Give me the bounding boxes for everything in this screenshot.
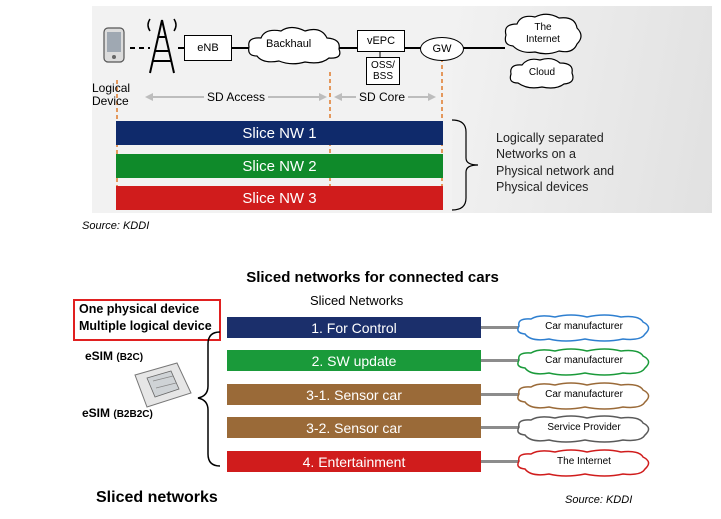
bottom-caption: Sliced networks	[96, 489, 218, 506]
esim-b2b2c-label: eSIM (B2B2C)	[82, 406, 153, 420]
esim-chip-icon	[134, 362, 192, 408]
slice-nw-3: Slice NW 3	[116, 186, 443, 210]
slice-brace	[197, 331, 221, 467]
cloud-label-3: Service Provider	[547, 422, 621, 433]
esim-b2b2c-text: eSIM	[82, 406, 111, 420]
gw-node: GW	[420, 37, 464, 61]
sd-access-label: SD Access	[204, 90, 269, 104]
slice-for-control: 1. For Control	[227, 317, 481, 338]
esim-b2b2c-tag: (B2B2C)	[113, 409, 153, 420]
car-manufacturer-cloud-icon	[517, 382, 650, 410]
oss-bss-node: OSS/ BSS	[366, 57, 400, 85]
backhaul-cloud-icon	[248, 26, 341, 65]
car-manufacturer-cloud-icon	[517, 348, 650, 376]
car-manufacturer-cloud-icon	[517, 314, 650, 342]
cloud-label-0: Car manufacturer	[545, 321, 623, 332]
esim-b2c-label: eSIM (B2C)	[85, 349, 143, 363]
sd-core-label: SD Core	[356, 90, 409, 104]
bottom-subtitle: Sliced Networks	[310, 293, 404, 308]
logical-device-label: Logical Device	[92, 81, 131, 109]
phone-icon	[103, 27, 125, 63]
device-note-box	[73, 299, 221, 341]
internet-cloud-icon	[504, 13, 582, 55]
cloud-label: Cloud	[528, 67, 556, 78]
cloud-label-2: Car manufacturer	[545, 389, 623, 400]
backhaul-label: Backhaul	[266, 38, 312, 50]
slice-sensor-car-1: 3-1. Sensor car	[227, 384, 481, 405]
device-note: One physical device Multiple logical dev…	[79, 302, 212, 333]
enb-node: eNB	[184, 35, 232, 61]
slice-connector	[481, 426, 521, 429]
esim-b2c-tag: (B2C)	[116, 352, 144, 363]
internet-cloud-icon	[517, 449, 650, 477]
bottom-title: Sliced networks for connected cars	[246, 269, 499, 286]
cloud-label-1: Car manufacturer	[545, 355, 623, 366]
cell-tower-icon	[147, 18, 177, 74]
slice-nw-1: Slice NW 1	[116, 121, 443, 145]
slice-connector	[481, 359, 521, 362]
cloud-icon	[509, 57, 574, 89]
slice-nw-2: Slice NW 2	[116, 154, 443, 178]
internet-label: The Internet	[526, 22, 560, 45]
service-provider-cloud-icon	[517, 415, 650, 443]
slice-connector	[481, 326, 521, 329]
cloud-label-4: The Internet	[557, 456, 611, 467]
slice-connector	[481, 393, 521, 396]
slice-entertainment: 4. Entertainment	[227, 451, 481, 472]
slice-connector	[481, 460, 521, 463]
esim-b2c-text: eSIM	[85, 349, 114, 363]
slice-sensor-car-2: 3-2. Sensor car	[227, 417, 481, 438]
vepc-node: vEPC	[357, 30, 405, 52]
top-source: Source: KDDI	[82, 220, 150, 232]
slice-sw-update: 2. SW update	[227, 350, 481, 371]
bottom-source: Source: KDDI	[565, 494, 633, 506]
brace-note: Logically separated Networks on a Physic…	[496, 131, 615, 194]
